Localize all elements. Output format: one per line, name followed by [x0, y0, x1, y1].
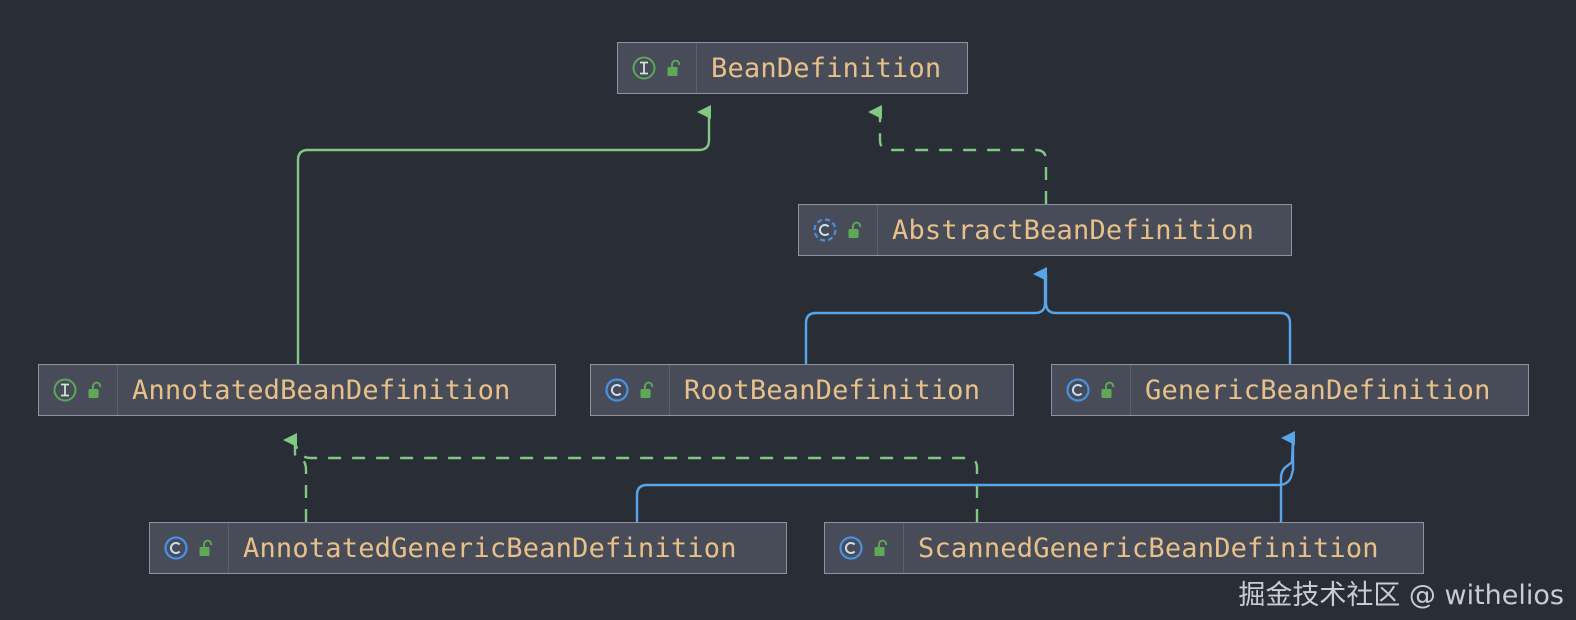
node-label: ScannedGenericBeanDefinition	[918, 532, 1379, 564]
abstract-class-icon	[812, 217, 838, 243]
node-label: AbstractBeanDefinition	[892, 214, 1255, 246]
edge-root-to-abstract	[804, 267, 1047, 364]
class-icon	[604, 377, 630, 403]
node-annotated-bean-definition[interactable]: AnnotatedBeanDefinition	[38, 364, 556, 416]
node-label: RootBeanDefinition	[684, 374, 981, 406]
interface-icon	[52, 377, 78, 403]
class-icon	[838, 535, 864, 561]
interface-icon	[631, 55, 657, 81]
edge-scanned-generic-to-generic	[1279, 437, 1295, 522]
node-abstract-bean-definition[interactable]: AbstractBeanDefinition	[798, 204, 1292, 256]
class-icon	[163, 535, 189, 561]
node-root-bean-definition[interactable]: RootBeanDefinition	[590, 364, 1014, 416]
unlocked-padlock-icon	[666, 58, 683, 78]
unlocked-padlock-icon	[87, 380, 104, 400]
edge-scanned-generic-to-annotated	[293, 440, 979, 522]
unlocked-padlock-icon	[198, 538, 215, 558]
node-scanned-generic-bean-definition[interactable]: ScannedGenericBeanDefinition	[824, 522, 1424, 574]
unlocked-padlock-icon	[639, 380, 656, 400]
edge-abstract-to-bean	[868, 105, 1048, 204]
unlocked-padlock-icon	[1100, 380, 1117, 400]
edge-annotated-generic-to-generic	[635, 431, 1295, 522]
node-label: AnnotatedGenericBeanDefinition	[243, 532, 737, 564]
class-icon	[1065, 377, 1091, 403]
node-icon-group	[1052, 365, 1131, 415]
edge-annotated-to-bean	[296, 105, 711, 364]
unlocked-padlock-icon	[847, 220, 864, 240]
node-label: BeanDefinition	[711, 52, 942, 84]
unlocked-padlock-icon	[873, 538, 890, 558]
watermark: 掘金技术社区 @ withelios	[1238, 580, 1564, 611]
node-icon-group	[825, 523, 904, 573]
edge-generic-to-abstract	[1044, 274, 1292, 364]
node-annotated-generic-bean-definition[interactable]: AnnotatedGenericBeanDefinition	[149, 522, 787, 574]
node-generic-bean-definition[interactable]: GenericBeanDefinition	[1051, 364, 1529, 416]
node-icon-group	[618, 43, 697, 93]
node-icon-group	[150, 523, 229, 573]
node-bean-definition[interactable]: BeanDefinition	[617, 42, 968, 94]
node-icon-group	[39, 365, 118, 415]
node-label: GenericBeanDefinition	[1145, 374, 1491, 406]
edge-annotated-generic-to-annotated	[283, 433, 308, 522]
node-label: AnnotatedBeanDefinition	[132, 374, 511, 406]
node-icon-group	[799, 205, 878, 255]
node-icon-group	[591, 365, 670, 415]
